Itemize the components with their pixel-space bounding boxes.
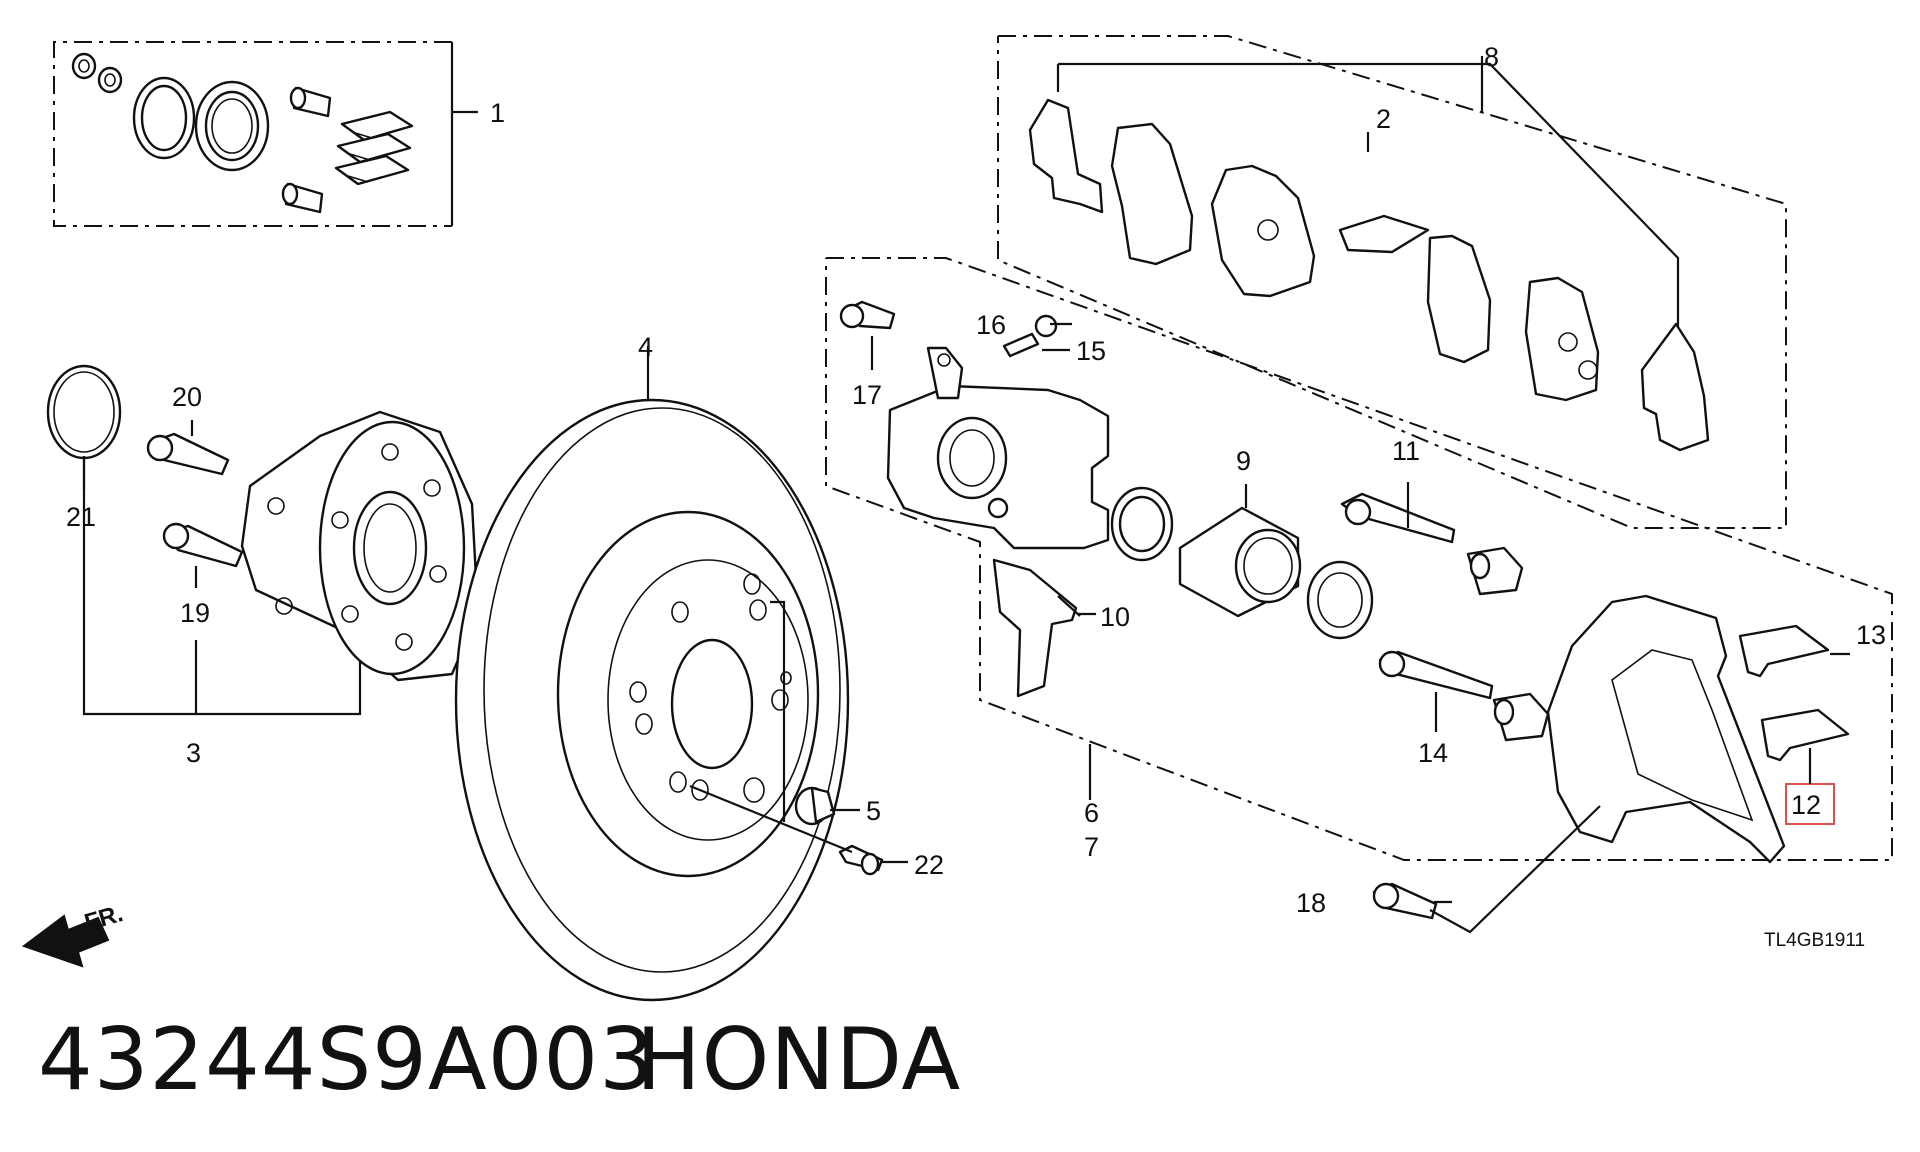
shim-icon <box>334 110 414 186</box>
direction-label: FR. <box>81 900 126 937</box>
pin-boot-icon <box>281 86 332 214</box>
callout-17: 17 <box>852 380 882 410</box>
callout-2: 2 <box>1376 104 1391 134</box>
caliper-body-icon <box>886 346 1110 550</box>
callout-21: 21 <box>66 502 96 532</box>
caliper-bracket-icon <box>1546 594 1786 864</box>
piston-seal-icon <box>132 76 196 160</box>
callout-10: 10 <box>1100 602 1130 632</box>
bolt-icon <box>839 300 896 330</box>
callout-20: 20 <box>172 382 202 412</box>
piston-icon <box>1110 486 1374 640</box>
caliper-group <box>825 257 1893 864</box>
pad-set-group <box>997 35 1787 529</box>
brake-pad-icon <box>1028 98 1710 452</box>
callout-15: 15 <box>1076 336 1106 366</box>
front-direction-arrow-icon <box>21 914 110 968</box>
callout-18: 18 <box>1296 888 1326 918</box>
callout-12: 12 <box>1791 790 1821 820</box>
brand-name: HONDA <box>636 1010 962 1110</box>
hub-group <box>46 364 480 716</box>
callout-7: 7 <box>1084 832 1099 862</box>
small-ring-icon <box>71 52 123 94</box>
hub-bolt-icon <box>146 432 244 568</box>
callout-6: 6 <box>1084 798 1099 828</box>
callout-19: 19 <box>180 598 210 628</box>
callout-1: 1 <box>490 98 505 128</box>
callout-9: 9 <box>1236 446 1251 476</box>
wheel-hub-icon <box>240 410 480 682</box>
guide-pin-icon <box>1340 492 1550 742</box>
callout-14: 14 <box>1418 738 1448 768</box>
callout-5: 5 <box>866 796 881 826</box>
callout-4: 4 <box>638 332 653 362</box>
shim-icon <box>1338 214 1430 254</box>
part-number: 43244S9A003 <box>38 1010 655 1110</box>
callout-16: 16 <box>976 310 1006 340</box>
drawing-code: TL4GB1911 <box>1764 930 1865 951</box>
brake-rotor-icon <box>454 346 850 1002</box>
callout-22: 22 <box>914 850 944 880</box>
callout-3: 3 <box>186 738 201 768</box>
pad-spring-icon <box>992 558 1078 698</box>
callout-8: 8 <box>1484 42 1499 72</box>
pad-clip-icon <box>1738 624 1850 762</box>
seal-kit-group <box>53 41 478 227</box>
dust-boot-icon <box>194 80 270 172</box>
bracket-bolt-icon <box>1372 882 1438 920</box>
wheel-nut-cap-icon <box>794 786 836 826</box>
callout-13: 13 <box>1856 620 1886 650</box>
callout-11: 11 <box>1392 436 1420 466</box>
bleeder-screw-icon <box>1002 314 1058 358</box>
